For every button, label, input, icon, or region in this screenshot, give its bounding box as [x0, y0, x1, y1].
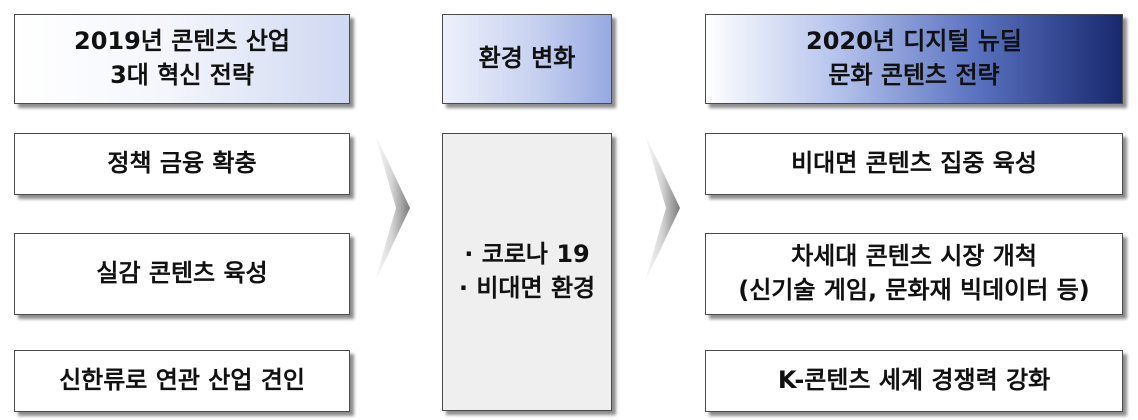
left-header: 2019년 콘텐츠 산업 3대 혁신 전략 — [14, 14, 350, 104]
right-header-line-1: 2020년 디지털 뉴딜 — [806, 27, 1022, 56]
right-item-label: K-콘텐츠 세계 경쟁력 강화 — [777, 366, 1051, 395]
middle-header-label: 환경 변화 — [478, 44, 576, 73]
chevron-right-icon — [374, 132, 410, 284]
left-item-label: 실감 콘텐츠 육성 — [96, 259, 268, 288]
left-item-policy-finance: 정책 금융 확충 — [14, 133, 350, 195]
chevron-right-icon — [644, 132, 680, 284]
middle-header: 환경 변화 — [442, 14, 612, 104]
left-item-label: 정책 금융 확충 — [107, 149, 257, 178]
right-item-global-competitiveness: K-콘텐츠 세계 경쟁력 강화 — [705, 350, 1123, 412]
middle-item-contactless: · 비대면 환경 — [458, 274, 596, 302]
left-item-label: 신한류로 연관 산업 견인 — [59, 366, 305, 395]
right-item-label: 비대면 콘텐츠 집중 육성 — [791, 149, 1037, 178]
right-item-sublabel: (신기술 게임, 문화재 빅데이터 등) — [738, 276, 1090, 304]
right-item-contactless-content: 비대면 콘텐츠 집중 육성 — [705, 133, 1123, 195]
middle-item-covid: · 코로나 19 — [464, 240, 590, 269]
right-item-label: 차세대 콘텐츠 시장 개척 — [791, 242, 1037, 271]
left-header-line-2: 3대 혁신 전략 — [110, 61, 254, 89]
middle-body: · 코로나 19 · 비대면 환경 — [442, 133, 612, 411]
right-header-line-2: 문화 콘텐츠 전략 — [828, 61, 1000, 89]
left-header-line-1: 2019년 콘텐츠 산업 — [74, 27, 290, 56]
right-header: 2020년 디지털 뉴딜 문화 콘텐츠 전략 — [705, 14, 1123, 104]
left-item-hallyu-industry: 신한류로 연관 산업 견인 — [14, 350, 350, 412]
right-item-next-gen-market: 차세대 콘텐츠 시장 개척 (신기술 게임, 문화재 빅데이터 등) — [705, 233, 1123, 315]
left-item-immersive-content: 실감 콘텐츠 육성 — [14, 233, 350, 315]
